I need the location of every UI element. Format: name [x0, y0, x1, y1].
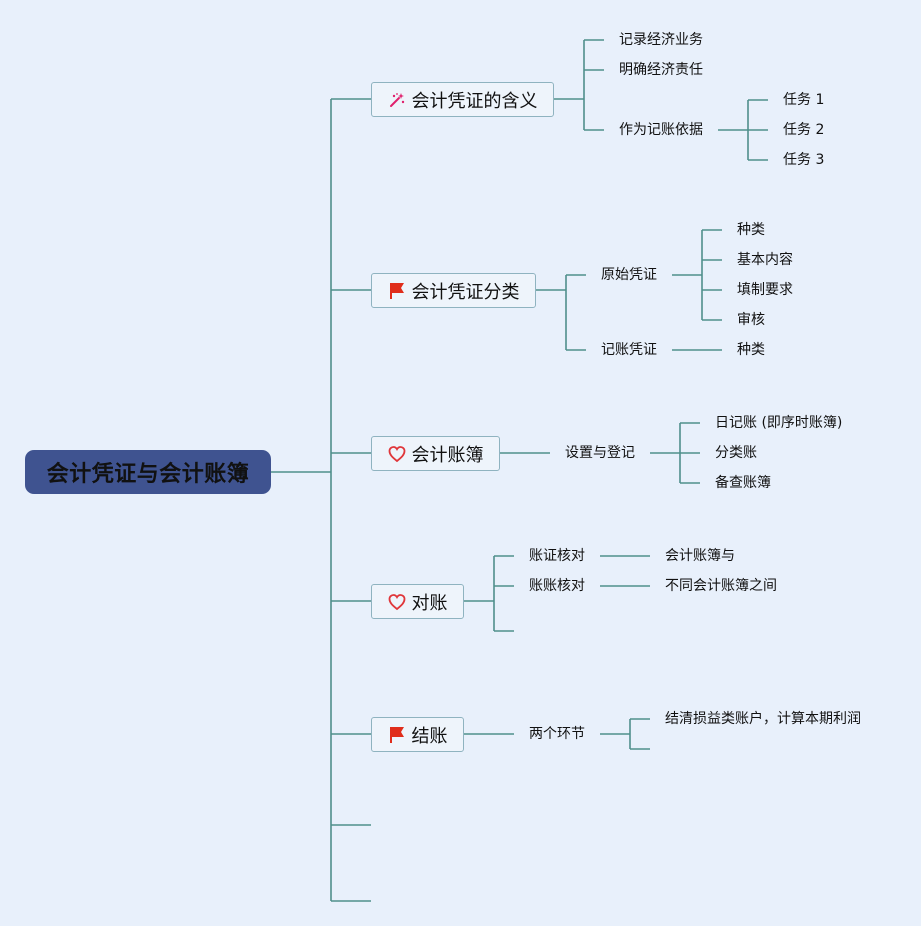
- red-flag-icon: [389, 282, 404, 299]
- subtopic-basic-content[interactable]: 基本内容: [737, 252, 793, 268]
- subtopic-record[interactable]: 记录经济业务: [619, 32, 703, 48]
- subtopic-journal[interactable]: 日记账 (即序时账簿): [715, 415, 843, 431]
- root-topic[interactable]: 会计凭证与会计账簿: [25, 450, 271, 494]
- subtopic-fill-requirements[interactable]: 填制要求: [737, 282, 793, 298]
- branch-topic-voucher-meaning[interactable]: 会计凭证的含义: [371, 82, 554, 117]
- subtopic-accounting-voucher[interactable]: 记账凭证: [601, 342, 657, 358]
- subtopic-voucher-book-check[interactable]: 账证核对: [529, 548, 585, 564]
- subtopic-kinds[interactable]: 种类: [737, 342, 765, 358]
- branch-label: 对账: [411, 592, 448, 614]
- branch-label: 会计凭证分类: [411, 281, 520, 303]
- branch-label: 会计凭证的含义: [411, 90, 538, 112]
- subtopic-setup-register[interactable]: 设置与登记: [565, 445, 635, 461]
- subtopic-responsibility[interactable]: 明确经济责任: [619, 62, 703, 78]
- heart-icon: [388, 593, 405, 610]
- branch-label: 结账: [411, 725, 448, 747]
- subtopic-original-voucher[interactable]: 原始凭证: [601, 267, 657, 283]
- branch-label: 会计账簿: [411, 444, 484, 466]
- subtopic-audit[interactable]: 审核: [737, 312, 765, 328]
- subtopic-ledger[interactable]: 分类账: [715, 445, 757, 461]
- branch-topic-reconcile[interactable]: 对账: [371, 584, 464, 619]
- subtopic-two-steps[interactable]: 两个环节: [529, 726, 585, 742]
- branch-topic-voucher-class[interactable]: 会计凭证分类: [371, 273, 536, 308]
- subtopic-task-3[interactable]: 任务 3: [783, 152, 825, 168]
- subtopic-task-1[interactable]: 任务 1: [783, 92, 825, 108]
- subtopic-task-2[interactable]: 任务 2: [783, 122, 825, 138]
- red-flag-icon: [389, 726, 404, 743]
- subtopic-book-book-check[interactable]: 账账核对: [529, 578, 585, 594]
- branch-topic-books[interactable]: 会计账簿: [371, 436, 500, 471]
- root-topic-label: 会计凭证与会计账簿: [46, 462, 250, 487]
- subtopic-memo-book[interactable]: 备查账簿: [715, 475, 771, 491]
- subtopic-between-books[interactable]: 不同会计账簿之间: [665, 578, 777, 594]
- branch-topic-closing[interactable]: 结账: [371, 717, 464, 752]
- subtopic-basis[interactable]: 作为记账依据: [619, 122, 703, 138]
- subtopic-kinds[interactable]: 种类: [737, 222, 765, 238]
- subtopic-close-profit-loss[interactable]: 结清损益类账户，计算本期利润: [665, 711, 861, 727]
- heart-icon: [388, 445, 405, 462]
- magic-wand-icon: [389, 92, 404, 107]
- subtopic-books-and[interactable]: 会计账簿与: [665, 548, 735, 564]
